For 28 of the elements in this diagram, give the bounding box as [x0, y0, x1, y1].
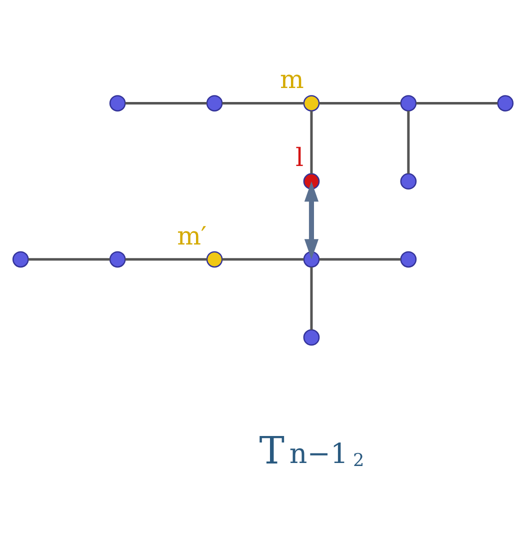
node-circle	[303, 95, 320, 112]
connector	[310, 267, 313, 330]
connector	[319, 102, 401, 105]
connector	[125, 102, 207, 105]
connector	[310, 111, 313, 174]
node-circle	[109, 95, 126, 112]
connector	[125, 258, 207, 261]
connector	[416, 102, 498, 105]
node-circle	[400, 95, 417, 112]
node-circle	[206, 251, 223, 268]
connector	[222, 258, 304, 261]
connector	[407, 111, 410, 174]
node-circle	[109, 251, 126, 268]
connector	[222, 102, 304, 105]
connector	[319, 258, 401, 261]
node-circle	[303, 173, 320, 190]
node-circle	[497, 95, 514, 112]
node-circle	[400, 251, 417, 268]
node-circle	[400, 173, 417, 190]
node-circle	[303, 251, 320, 268]
node-circle	[206, 95, 223, 112]
node-circle	[303, 329, 320, 346]
connector	[28, 258, 110, 261]
node-circle	[12, 251, 29, 268]
arrow	[304, 181, 319, 260]
node-label: m′	[177, 221, 207, 250]
node-label: l	[295, 143, 304, 172]
node-label: m	[280, 65, 304, 94]
